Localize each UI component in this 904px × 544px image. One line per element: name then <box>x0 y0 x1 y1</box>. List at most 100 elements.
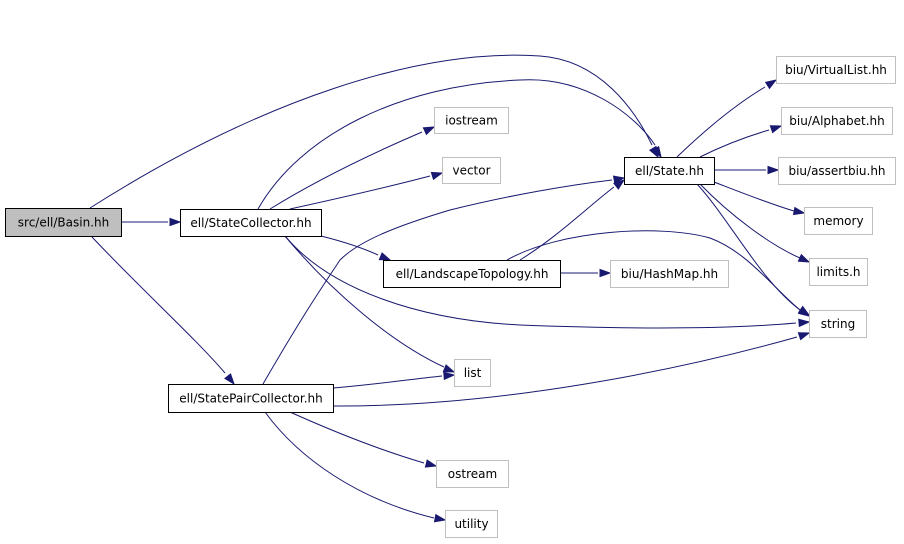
node-box <box>445 510 498 538</box>
node-virtuallist[interactable]: biu/VirtualList.hh <box>776 56 896 84</box>
edge-line <box>332 336 798 407</box>
edge-statepaircollector-to-state <box>262 175 626 385</box>
arrowhead-icon <box>430 171 444 181</box>
edge-line <box>289 175 431 210</box>
node-memory[interactable]: memory <box>804 207 873 235</box>
edge-statecollector-to-state <box>257 79 662 210</box>
node-label: biu/VirtualList.hh <box>785 63 887 77</box>
edge-line <box>676 86 766 158</box>
edge-state-to-string <box>696 183 811 317</box>
node-box <box>624 157 715 185</box>
edge-line <box>699 129 770 158</box>
arrowhead-icon <box>224 373 235 386</box>
node-label: ostream <box>448 467 497 481</box>
node-label: memory <box>813 214 863 228</box>
edge-statepaircollector-to-utility <box>264 411 447 523</box>
arrowhead-icon <box>769 125 783 134</box>
node-box <box>434 107 509 134</box>
arrowhead-icon <box>792 206 806 216</box>
node-hashmap[interactable]: biu/HashMap.hh <box>610 260 729 288</box>
edge-line <box>262 179 613 385</box>
edge-statecollector-to-string <box>284 235 811 329</box>
node-vector[interactable]: vector <box>442 157 501 184</box>
node-statepaircollector[interactable]: ell/StatePairCollector.hh <box>168 384 334 413</box>
edge-line <box>332 375 443 389</box>
arrowhead-icon <box>422 126 436 136</box>
edge-basin-to-statecollector <box>121 217 182 227</box>
edge-line <box>699 183 801 259</box>
arrowhead-icon <box>651 145 662 159</box>
node-box <box>781 107 893 135</box>
node-label: ell/LandscapeTopology.hh <box>396 267 549 281</box>
edge-statecollector-to-iostream <box>269 126 436 210</box>
arrowhead-icon <box>613 179 626 190</box>
node-box <box>442 157 501 184</box>
edge-statecollector-to-landscapetopology <box>320 235 392 261</box>
edge-line <box>284 235 445 368</box>
edge-statepaircollector-to-list <box>332 371 456 389</box>
edge-line <box>89 54 653 209</box>
node-utility[interactable]: utility <box>445 510 498 538</box>
arrowhead-icon <box>424 459 438 468</box>
arrowhead-icon <box>797 253 811 263</box>
node-state[interactable]: ell/State.hh <box>624 157 715 185</box>
node-ostream[interactable]: ostream <box>436 460 509 488</box>
arrowhead-icon <box>612 175 626 184</box>
node-box <box>610 260 729 288</box>
edge-line <box>320 235 379 256</box>
arrowhead-icon <box>797 306 811 317</box>
edge-statecollector-to-vector <box>289 171 444 210</box>
edge-statepaircollector-to-ostream <box>289 411 438 468</box>
node-limits[interactable]: limits.h <box>809 258 868 286</box>
arrowhead-icon <box>169 217 182 227</box>
node-assertbiu[interactable]: biu/assertbiu.hh <box>778 157 896 185</box>
node-landscapetopology[interactable]: ell/LandscapeTopology.hh <box>383 260 561 288</box>
arrowhead-icon <box>443 371 456 381</box>
node-iostream[interactable]: iostream <box>434 107 509 134</box>
node-label: iostream <box>445 114 498 128</box>
edge-line <box>264 411 435 519</box>
edge-line <box>713 181 795 212</box>
arrowhead-icon <box>599 268 612 278</box>
node-label: biu/assertbiu.hh <box>788 164 885 178</box>
arrowhead-icon <box>442 364 456 373</box>
node-basin[interactable]: src/ell/Basin.hh <box>5 208 122 237</box>
node-statecollector[interactable]: ell/StateCollector.hh <box>180 209 322 237</box>
node-label: ell/StatePairCollector.hh <box>179 392 322 406</box>
node-label: biu/Alphabet.hh <box>789 114 884 128</box>
edge-statecollector-to-list <box>284 235 456 373</box>
edge-state-to-memory <box>713 181 806 216</box>
arrowhead-icon <box>797 332 811 341</box>
node-box <box>809 258 868 286</box>
arrowhead-icon <box>764 79 778 90</box>
node-label: vector <box>452 164 490 178</box>
edge-state-to-limits <box>699 183 811 263</box>
arrowhead-icon <box>767 165 780 175</box>
edges-layer <box>89 54 811 523</box>
node-list[interactable]: list <box>454 359 491 387</box>
node-box <box>180 209 322 237</box>
edge-landscapetopology-to-hashmap <box>560 268 612 278</box>
edge-line <box>269 131 423 210</box>
node-label: list <box>464 366 482 380</box>
arrowhead-icon <box>433 513 447 523</box>
node-box <box>168 384 334 413</box>
node-label: ell/StateCollector.hh <box>190 216 311 230</box>
node-alphabet[interactable]: biu/Alphabet.hh <box>781 107 893 135</box>
node-box <box>804 207 873 235</box>
node-label: src/ell/Basin.hh <box>18 216 109 230</box>
arrowhead-icon <box>378 252 392 261</box>
edge-line <box>696 183 801 311</box>
node-label: utility <box>454 517 488 531</box>
node-box <box>776 56 896 84</box>
node-box <box>809 310 867 338</box>
node-box <box>436 460 509 488</box>
node-label: string <box>821 317 855 331</box>
nodes-layer: src/ell/Basin.hh ell/StateCollector.hh ell… <box>5 56 896 538</box>
edge-line <box>289 411 425 464</box>
node-string[interactable]: string <box>809 310 867 338</box>
node-box <box>5 208 122 237</box>
edge-state-to-assertbiu <box>714 165 780 175</box>
edge-basin-to-statepaircollector <box>91 236 235 386</box>
